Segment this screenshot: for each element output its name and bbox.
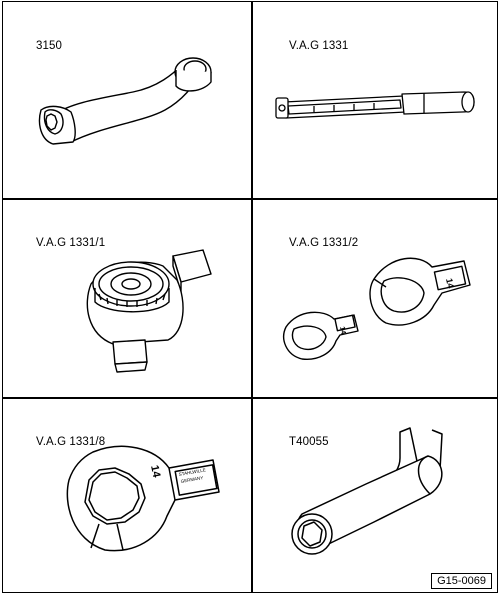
cell-tool-vag-1331-2: V.A.G 1331/2 14 14 [252,199,499,397]
cell-tool-vag-1331: V.A.G 1331 [252,2,499,198]
cell-tool-3150: 3150 [3,2,251,198]
cell-tool-vag-1331-8: V.A.G 1331/8 14 STAHLWILLE GER [3,398,251,594]
insert-size-label: 14 [148,464,162,479]
insert-stamp-line-1: STAHLWILLE [178,467,206,477]
insert-stamp-line-2: GERMANY [180,475,203,484]
tool-label-3150: 3150 [36,40,62,52]
socket-adapter-icon [291,427,443,555]
insert-size-small: 14 [338,326,346,335]
tool-label-vag-1331-1: V.A.G 1331/1 [36,237,106,249]
tool-label-vag-1331-2: V.A.G 1331/2 [289,237,359,249]
insert-size-large: 14 [444,277,456,289]
tool-label-vag-1331: V.A.G 1331 [289,40,349,52]
grid-divider-horizontal-1 [3,198,497,200]
cell-tool-t40055: T40055 [252,398,499,594]
figure-reference: G15-0069 [431,573,492,589]
grid-divider-horizontal-2 [3,397,497,399]
crowfoot-extension-icon [38,57,212,145]
grid-divider-vertical [251,2,253,592]
torque-wrench-icon [275,91,475,119]
tool-label-vag-1331-8: V.A.G 1331/8 [36,436,106,448]
cell-tool-vag-1331-1: V.A.G 1331/1 [3,199,251,397]
ratchet-head-icon [86,249,212,373]
ring-spanner-insert-icon: 14 STAHLWILLE GERMANY [66,445,220,552]
flare-nut-insert-set-icon: 14 14 [283,257,471,360]
tool-label-t40055: T40055 [289,436,329,448]
